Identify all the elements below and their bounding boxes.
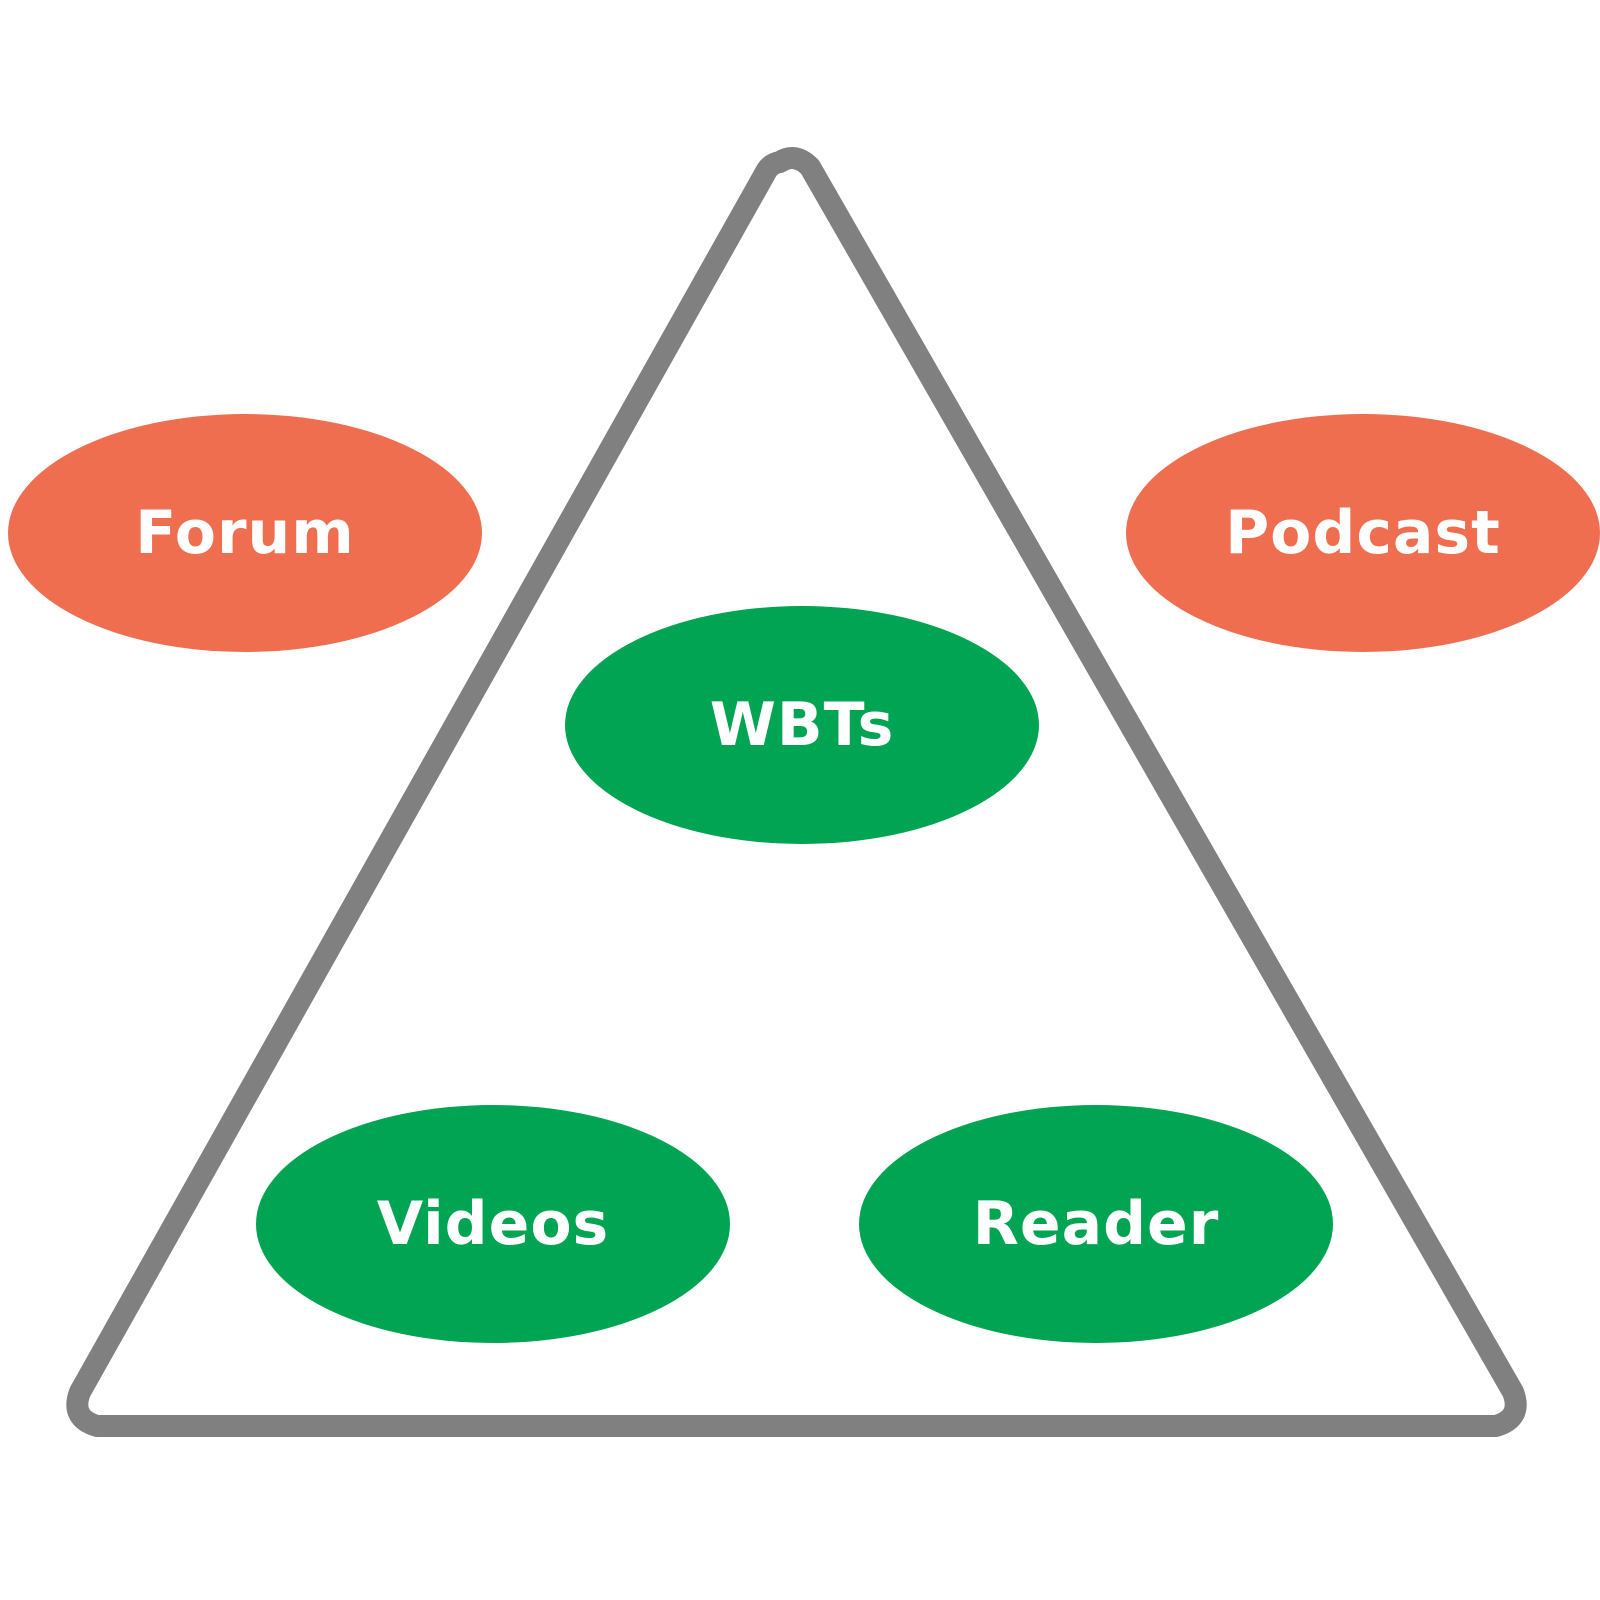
wbts-node: WBTs xyxy=(565,606,1039,844)
podcast-label: Podcast xyxy=(1225,498,1501,568)
podcast-node: Podcast xyxy=(1126,414,1600,652)
videos-node: Videos xyxy=(256,1105,730,1343)
videos-label: Videos xyxy=(376,1189,610,1259)
wbts-label: WBTs xyxy=(709,690,895,760)
forum-node: Forum xyxy=(8,414,482,652)
reader-node: Reader xyxy=(859,1105,1333,1343)
forum-label: Forum xyxy=(135,498,355,568)
pyramid-outline xyxy=(66,147,1527,1437)
reader-label: Reader xyxy=(972,1189,1220,1259)
